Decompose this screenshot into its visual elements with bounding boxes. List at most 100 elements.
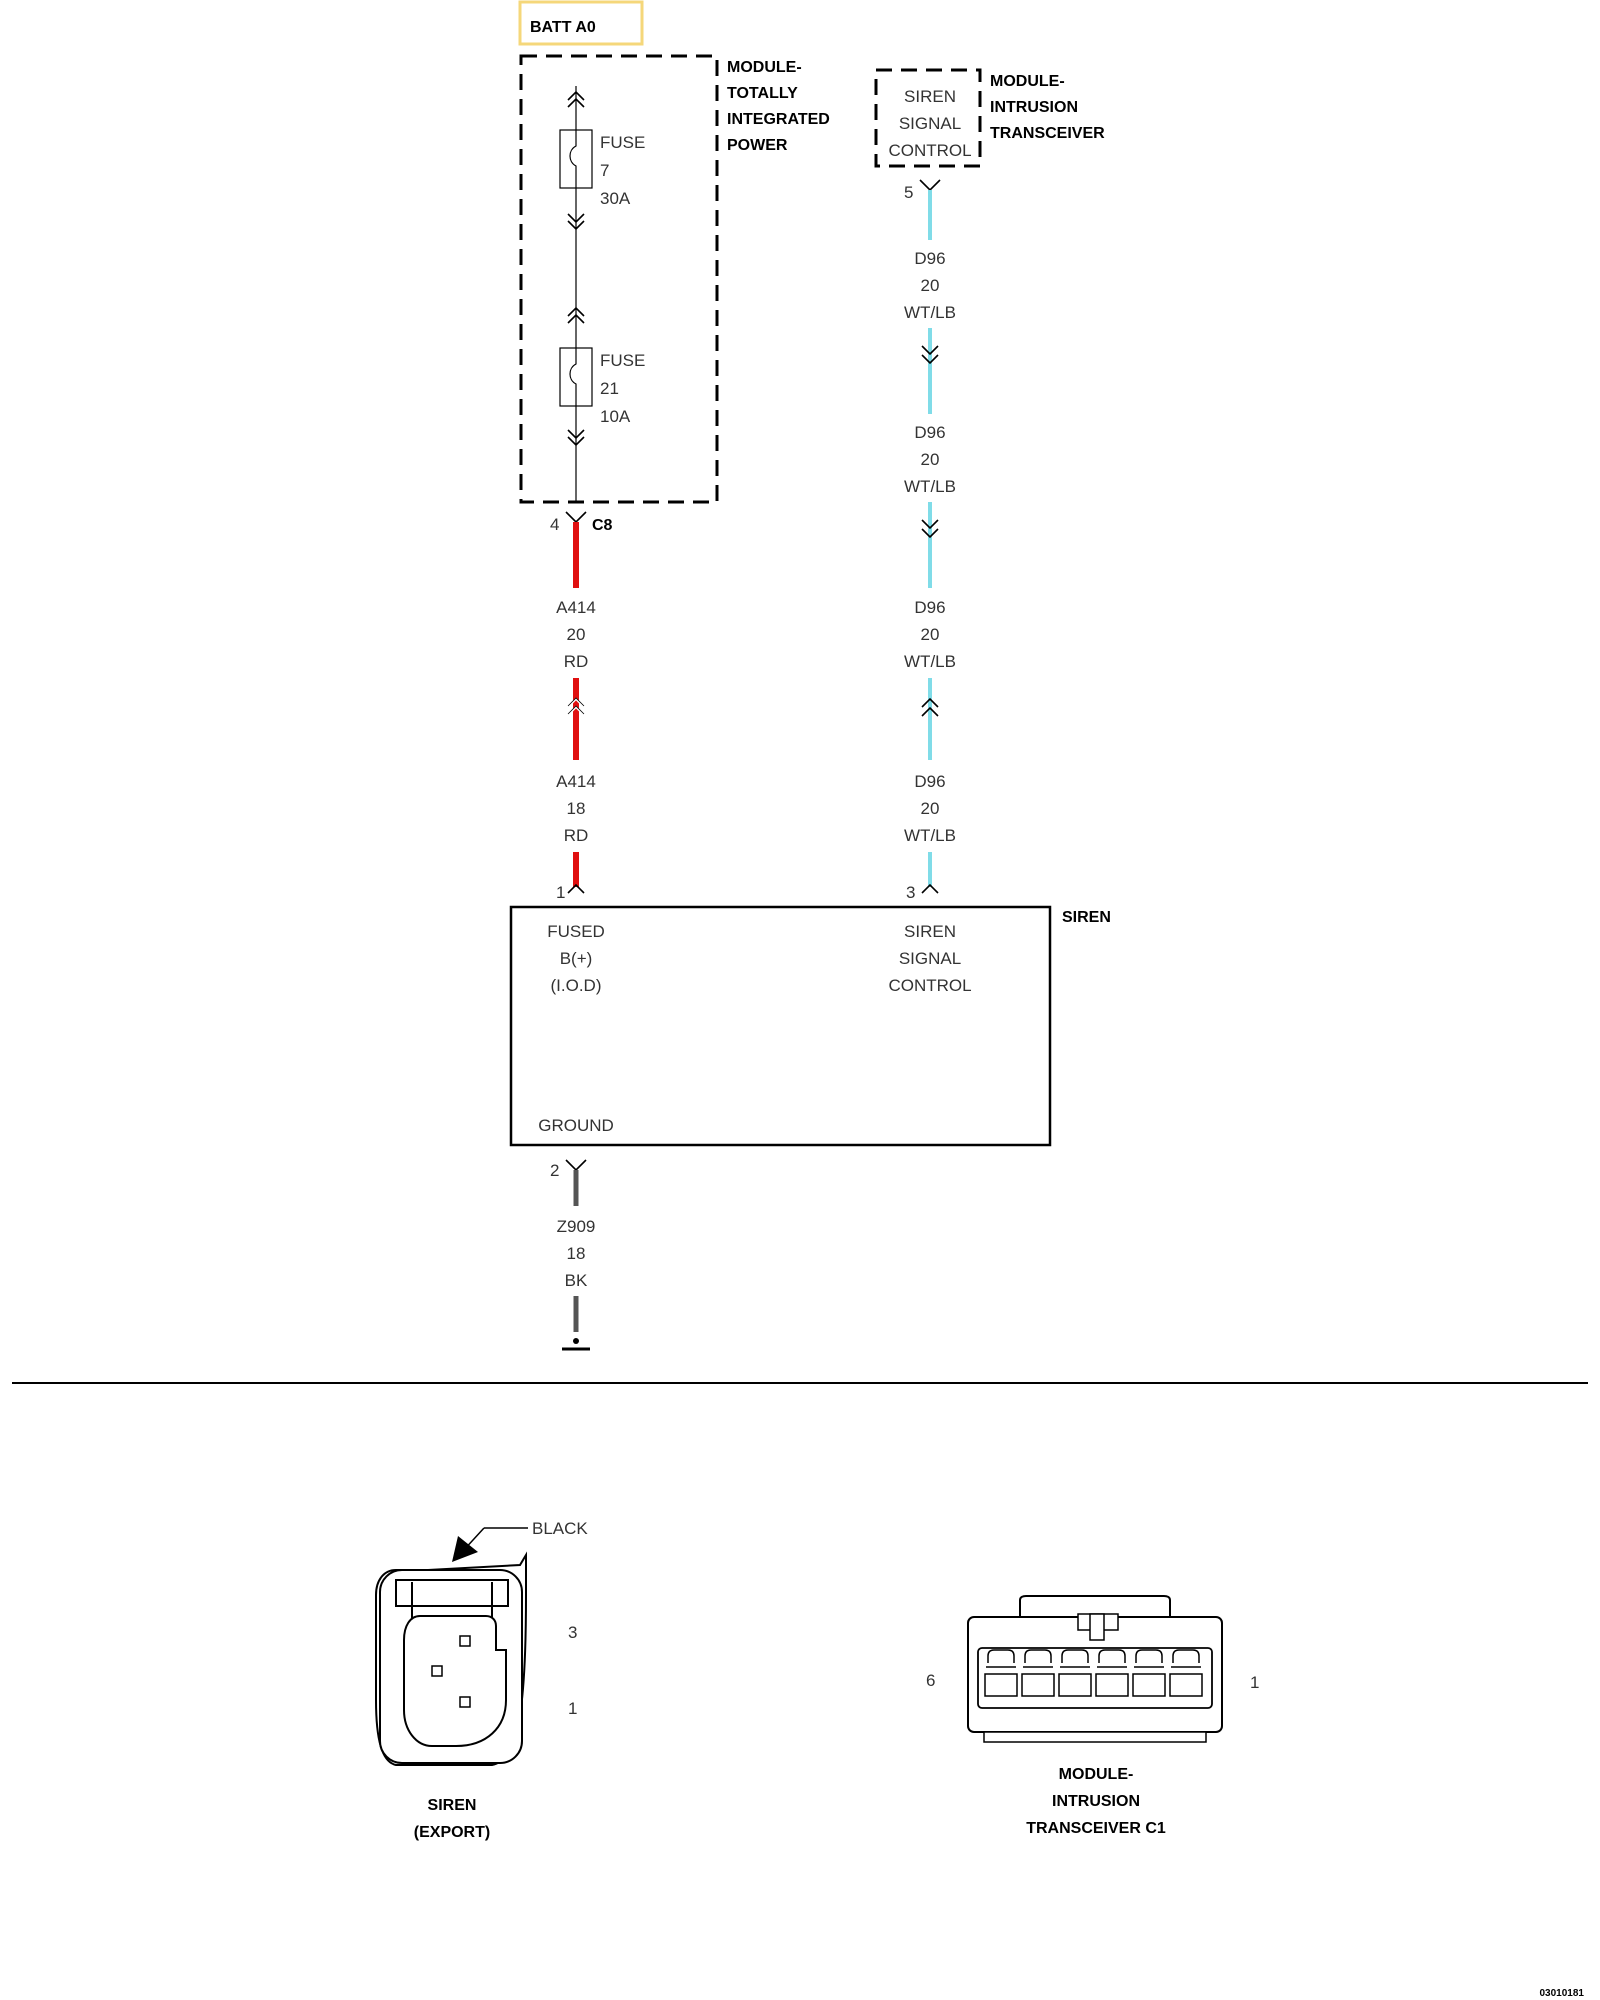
siren-signal-3: CONTROL: [888, 976, 971, 995]
fuse2-element-icon: [569, 348, 577, 406]
itm-connector-pin1-label: 1: [1250, 1673, 1259, 1692]
d96-inline-connector-1-icon: [921, 345, 939, 365]
itm-module-box: [874, 68, 982, 168]
tipm-title-4: POWER: [727, 137, 788, 154]
a414-lower-color: RD: [564, 826, 589, 845]
itm-c1-connector-view: [967, 1595, 1223, 1743]
d96-1-circuit: D96: [914, 249, 945, 268]
siren-signal-1: SIREN: [904, 922, 956, 941]
d96-4-gauge: 20: [921, 799, 940, 818]
siren-connector-view: [375, 1527, 528, 1766]
d96-3-circuit: D96: [914, 598, 945, 617]
siren-pin1-terminal-icon: [567, 883, 585, 894]
siren-fused-2: B(+): [560, 949, 593, 968]
d96-4-circuit: D96: [914, 772, 945, 791]
itm-inner-1: SIREN: [904, 87, 956, 106]
siren-pin2-number: 2: [550, 1161, 559, 1180]
a414-lower-circuit: A414: [556, 772, 596, 791]
fuse2-top-connector-icon: [567, 306, 585, 324]
d96-1-color: WT/LB: [904, 303, 956, 322]
siren-pin1-number: 1: [556, 883, 565, 902]
itm-title-2: INTRUSION: [990, 99, 1078, 116]
siren-signal-2: SIGNAL: [899, 949, 961, 968]
d96-inline-connector-3-icon: [921, 697, 939, 717]
tipm-title-3: INTEGRATED: [727, 111, 830, 128]
batt-label: BATT A0: [530, 19, 596, 36]
d96-3-color: WT/LB: [904, 652, 956, 671]
tipm-title-2: TOTALLY: [727, 85, 798, 102]
a414-lower-gauge: 18: [567, 799, 586, 818]
c8-pin4-terminal-icon: [565, 511, 587, 524]
fuse1-element-icon: [569, 130, 577, 188]
siren-module-box: [509, 905, 1052, 1147]
siren-connector-pin3-label: 3: [568, 1623, 577, 1642]
siren-connector-outer-shell: [375, 1551, 527, 1766]
c8-pin4-number: 4: [550, 515, 559, 534]
z909-circuit: Z909: [557, 1217, 596, 1236]
siren-connector-caption-2: (EXPORT): [414, 1824, 490, 1841]
siren-connector-pin-3: [459, 1635, 471, 1647]
siren-connector-latch: [395, 1579, 509, 1607]
itm-connector-pin6-label: 6: [926, 1671, 935, 1690]
fuse1-rating: 30A: [600, 189, 631, 208]
a414-upper-circuit: A414: [556, 598, 596, 617]
d96-2-color: WT/LB: [904, 477, 956, 496]
fuse1-bottom-connector-icon: [567, 213, 585, 231]
z909-gauge: 18: [567, 1244, 586, 1263]
itm-pin5-number: 5: [904, 183, 913, 202]
siren-pin3-number: 3: [906, 883, 915, 902]
itm-connector-pin-2: [1132, 1649, 1166, 1697]
fuse1-number: 7: [600, 161, 609, 180]
black-arrow-icon: [452, 1536, 478, 1562]
itm-connector-pin-1: [1169, 1649, 1203, 1697]
fuse2-rating: 10A: [600, 407, 631, 426]
siren-ground-label: GROUND: [538, 1116, 614, 1135]
d96-1-gauge: 20: [921, 276, 940, 295]
siren-connector-pin-2: [431, 1665, 443, 1677]
siren-connector-caption-1: SIREN: [428, 1797, 477, 1814]
figure-id: 03010181: [1540, 1988, 1585, 1999]
itm-connector-foot: [983, 1731, 1207, 1743]
c8-connector-label: C8: [592, 517, 613, 534]
d96-4-color: WT/LB: [904, 826, 956, 845]
z909-color: BK: [565, 1271, 588, 1290]
a414-upper-gauge: 20: [567, 625, 586, 644]
itm-connector-caption-3: TRANSCEIVER C1: [1026, 1820, 1166, 1837]
siren-pin3-terminal-icon: [921, 883, 939, 894]
itm-pin5-terminal-icon: [919, 179, 941, 192]
siren-fused-1: FUSED: [547, 922, 605, 941]
itm-connector-caption-1: MODULE-: [1059, 1766, 1134, 1783]
itm-connector-key-tab: [1089, 1613, 1105, 1641]
itm-connector-pin-4: [1058, 1649, 1092, 1697]
fuse1-top-connector-icon: [567, 90, 585, 108]
itm-inner-3: CONTROL: [888, 141, 971, 160]
batt-box: [518, 0, 644, 46]
d96-3-gauge: 20: [921, 625, 940, 644]
siren-fused-3: (I.O.D): [551, 976, 602, 995]
siren-pin2-terminal-icon: [565, 1159, 587, 1172]
siren-connector-pin1-label: 1: [568, 1699, 577, 1718]
itm-connector-top-lip: [1019, 1595, 1171, 1617]
fuse1-label: FUSE: [600, 133, 645, 152]
tipm-module-box: [519, 54, 719, 504]
d96-2-gauge: 20: [921, 450, 940, 469]
siren-title: SIREN: [1062, 909, 1111, 926]
a414-inline-connector-outline-icon: [567, 697, 585, 715]
fuse2-label: FUSE: [600, 351, 645, 370]
ground-dot-icon: [573, 1338, 579, 1344]
itm-title-1: MODULE-: [990, 73, 1065, 90]
fuse2-bottom-connector-icon: [567, 429, 585, 447]
a414-upper-color: RD: [564, 652, 589, 671]
itm-connector-pin-3: [1095, 1649, 1129, 1697]
tipm-title-1: MODULE-: [727, 59, 802, 76]
itm-title-3: TRANSCEIVER: [990, 125, 1105, 142]
itm-connector-pin-5: [1021, 1649, 1055, 1697]
fuse2-number: 21: [600, 379, 619, 398]
siren-connector-cavity: [403, 1615, 507, 1747]
itm-connector-pin-6: [984, 1649, 1018, 1697]
siren-connector-color-label: BLACK: [532, 1519, 588, 1538]
d96-2-circuit: D96: [914, 423, 945, 442]
a414-inline-connector-icon: [568, 697, 584, 715]
d96-inline-connector-2-icon: [921, 519, 939, 539]
